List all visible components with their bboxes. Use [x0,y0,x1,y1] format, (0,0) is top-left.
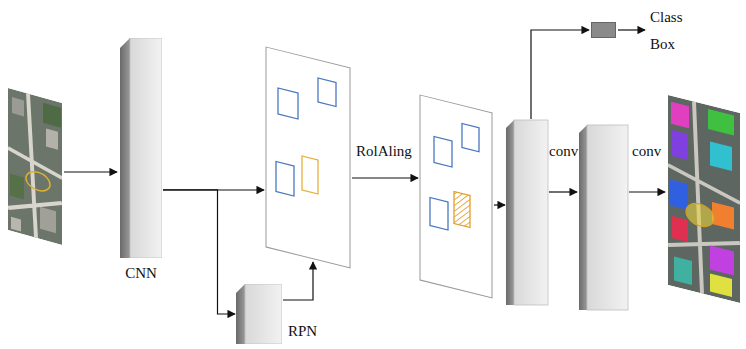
layer-face [514,120,548,305]
instance-mask [671,102,689,128]
instance-mask [710,141,732,170]
flow-arrow [64,171,117,172]
roundabout [26,169,50,194]
map-sheet [266,47,350,268]
flow-arrow [494,204,505,205]
block-shape [236,284,282,344]
image-ground [8,88,62,245]
input-image [8,88,62,245]
layer-face [245,284,282,344]
layer-side [579,125,587,310]
building [11,217,21,232]
output-image [668,95,740,303]
instance-mask [712,202,734,229]
flow-arrow [531,30,589,119]
instance-mask [672,130,688,160]
layer-face [587,125,628,310]
block-label: CNN [125,264,157,282]
operation-label: RolAling [356,142,412,160]
head-box: Class Box [591,22,616,38]
head-shape [592,23,616,38]
rpn-block: RPN [236,284,282,344]
proposal-box [430,197,448,229]
tree-patch [10,174,24,200]
proposal-box [462,123,479,151]
backbone-block: CNN [120,38,162,258]
instance-mask [710,273,732,296]
flow-arrow [618,29,645,30]
block-label: Class Box [650,4,690,58]
connector-arrow [163,190,235,314]
instance-mask [670,179,688,209]
operation-label: conv [632,142,661,160]
block-shape [120,38,162,258]
tree-patch [43,103,61,128]
aligned-box [454,191,470,227]
selected-box [302,156,318,194]
layer-face [130,38,162,258]
block-shape [591,22,616,38]
proposal-box [278,88,298,119]
proposal-box [276,161,294,195]
block-label: RPN [288,322,317,340]
road [668,95,740,303]
building [12,97,24,116]
instance-mask [672,216,688,242]
layer-side [120,38,130,258]
layer-side [506,120,514,305]
roundabout-mask [686,200,714,229]
layer-side [236,284,245,344]
flow-arrow [283,262,313,300]
proposal-map [266,47,350,268]
proposal-box [434,136,452,166]
flow-arrow [549,191,577,192]
map-sheet [420,95,492,298]
flow-arrow [352,177,418,178]
instance-mask [708,109,734,135]
building [40,207,56,233]
instance-mask [710,245,734,275]
aligned-map [420,95,492,298]
instance-mask [674,256,692,284]
building [46,129,58,150]
operation-label: conv [549,142,578,160]
flow-arrow [629,191,665,192]
image-ground [668,95,740,303]
road [8,88,62,245]
proposal-box [318,78,336,106]
